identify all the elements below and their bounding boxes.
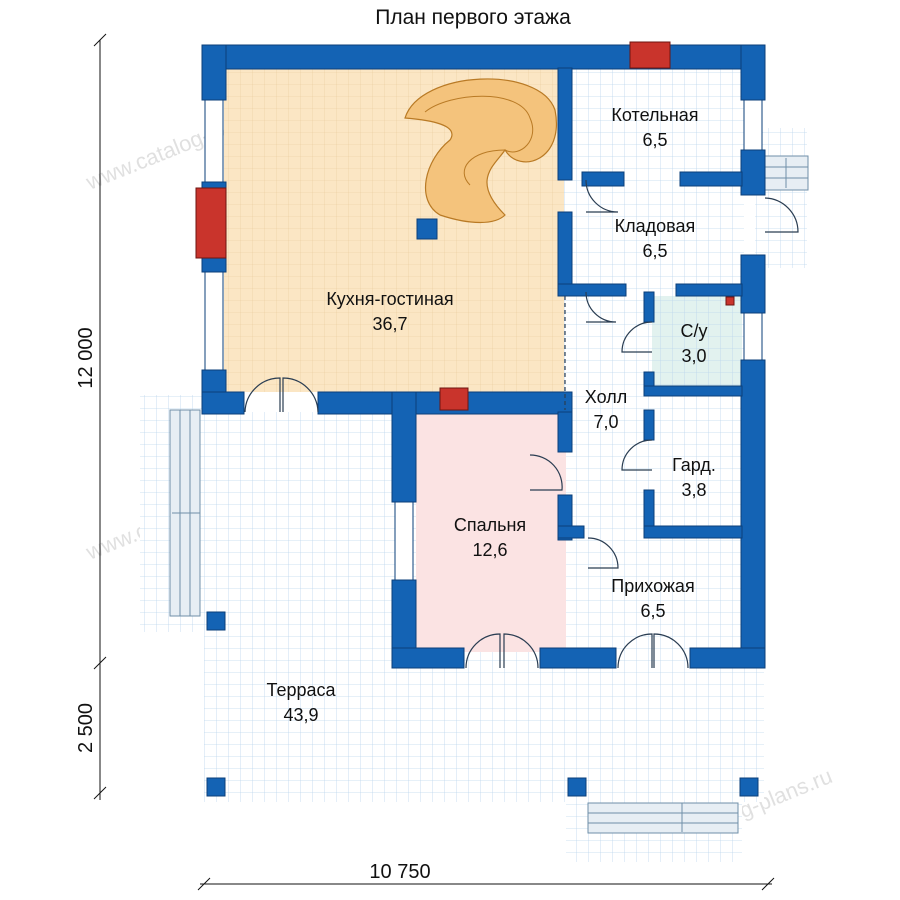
window-east-boiler bbox=[743, 99, 763, 151]
window-west-lower bbox=[204, 271, 224, 371]
door-back bbox=[764, 197, 799, 233]
door-wc bbox=[621, 321, 653, 353]
dim-tick bbox=[93, 786, 107, 800]
dim-tick bbox=[93, 656, 107, 670]
room-name-terrace: Терраса bbox=[266, 680, 336, 700]
wall-wardrobe-south bbox=[643, 525, 743, 539]
stair-inner-rail bbox=[424, 95, 534, 153]
room-area-hall: 7,0 bbox=[593, 412, 618, 432]
back-porch-grid bbox=[755, 128, 807, 268]
dimension-lines bbox=[93, 33, 775, 891]
door-bedroom bbox=[529, 454, 563, 491]
wall-north bbox=[201, 44, 766, 70]
room-name-storage: Кладовая bbox=[615, 216, 696, 236]
room-area-terrace: 43,9 bbox=[283, 705, 318, 725]
door-wardrobe bbox=[621, 439, 653, 471]
door-entry bbox=[587, 537, 619, 569]
doors bbox=[244, 179, 799, 669]
window-west-upper bbox=[204, 99, 224, 183]
room-area-entry: 6,5 bbox=[640, 601, 665, 621]
column bbox=[567, 777, 587, 797]
wall-east-b bbox=[740, 254, 766, 314]
plan-title: План первого этажа bbox=[375, 6, 571, 29]
room-name-wc: С/у bbox=[681, 321, 708, 341]
door-storage bbox=[585, 291, 617, 323]
room-area-storage: 6,5 bbox=[642, 241, 667, 261]
wall-service-west-a bbox=[557, 67, 573, 181]
back-steps-tread bbox=[761, 155, 809, 191]
windows bbox=[204, 99, 763, 581]
door-kitchen-left bbox=[244, 377, 281, 413]
wall-east-bottom bbox=[740, 359, 766, 669]
wall-bedroom-south-a bbox=[391, 647, 465, 669]
wall-south-b bbox=[539, 647, 617, 669]
room-name-entry: Прихожая bbox=[611, 576, 694, 596]
dim-tick bbox=[197, 877, 211, 891]
dim-width: 10 750 bbox=[369, 861, 430, 883]
wall-bedroom-west-top bbox=[391, 391, 417, 503]
column bbox=[739, 777, 759, 797]
stair-inner-rail bbox=[463, 149, 506, 186]
spiral-staircase bbox=[404, 78, 558, 240]
room-name-boiler: Котельная bbox=[611, 105, 698, 125]
wall-wardrobe-west-b bbox=[643, 489, 655, 531]
room-area-wc: 3,0 bbox=[681, 346, 706, 366]
room-area-wardrobe: 3,8 bbox=[681, 480, 706, 500]
wall-service-west-b bbox=[557, 211, 573, 293]
front-steps-tread bbox=[587, 802, 739, 834]
wall-bedroom-east-a bbox=[557, 411, 573, 453]
vent-wc bbox=[725, 296, 735, 306]
room-labels: Кухня-гостиная 36,7 Котельная 6,5 Кладов… bbox=[266, 105, 715, 725]
wall-storage-south-a bbox=[557, 283, 627, 297]
room-name-wardrobe: Гард. bbox=[672, 455, 716, 475]
stair-treads bbox=[404, 78, 558, 224]
fireplace-west bbox=[195, 187, 227, 259]
wall-wc-south bbox=[643, 385, 743, 397]
door-bedroom-south-left bbox=[465, 633, 501, 669]
wall-west-top bbox=[201, 44, 227, 101]
window-bedroom-west bbox=[394, 501, 414, 581]
door-entry-right bbox=[653, 633, 689, 669]
door-entry-left bbox=[617, 633, 653, 669]
window-east-wc bbox=[743, 312, 763, 361]
chimneys bbox=[195, 41, 735, 411]
bedroom-floor bbox=[416, 412, 566, 652]
room-area-boiler: 6,5 bbox=[642, 130, 667, 150]
wall-wardrobe-west-a bbox=[643, 409, 655, 441]
room-area-bedroom: 12,6 bbox=[472, 540, 507, 560]
wc-grid bbox=[652, 296, 742, 390]
room-name-bedroom: Спальня bbox=[454, 515, 526, 535]
wall-east-a bbox=[740, 149, 766, 196]
wall-east-top bbox=[740, 44, 766, 101]
door-boiler bbox=[585, 179, 619, 213]
wall-kitchen-south-a bbox=[201, 391, 245, 415]
dim-height-terrace: 2 500 bbox=[75, 703, 97, 753]
dim-height-main: 12 000 bbox=[75, 327, 97, 388]
column bbox=[206, 777, 226, 797]
stair-post bbox=[416, 218, 438, 240]
wall-storage-south-b bbox=[675, 283, 743, 297]
dim-tick bbox=[93, 33, 107, 47]
steps bbox=[169, 155, 809, 834]
chimney-north bbox=[629, 41, 671, 69]
door-bedroom-south-right bbox=[503, 633, 539, 669]
wall-wc-west-a bbox=[643, 291, 655, 323]
wall-boiler-south-b bbox=[679, 171, 743, 187]
wall-south-c bbox=[689, 647, 766, 669]
column bbox=[206, 611, 226, 631]
chimney-bedroom bbox=[439, 387, 469, 411]
room-name-kitchen: Кухня-гостиная bbox=[326, 289, 453, 309]
dim-tick bbox=[761, 877, 775, 891]
door-kitchen-right bbox=[282, 377, 319, 413]
columns bbox=[206, 611, 759, 797]
wall-entry-north bbox=[557, 525, 585, 539]
room-name-hall: Холл bbox=[585, 387, 627, 407]
room-area-kitchen: 36,7 bbox=[372, 314, 407, 334]
wall-boiler-south-a bbox=[581, 171, 625, 187]
